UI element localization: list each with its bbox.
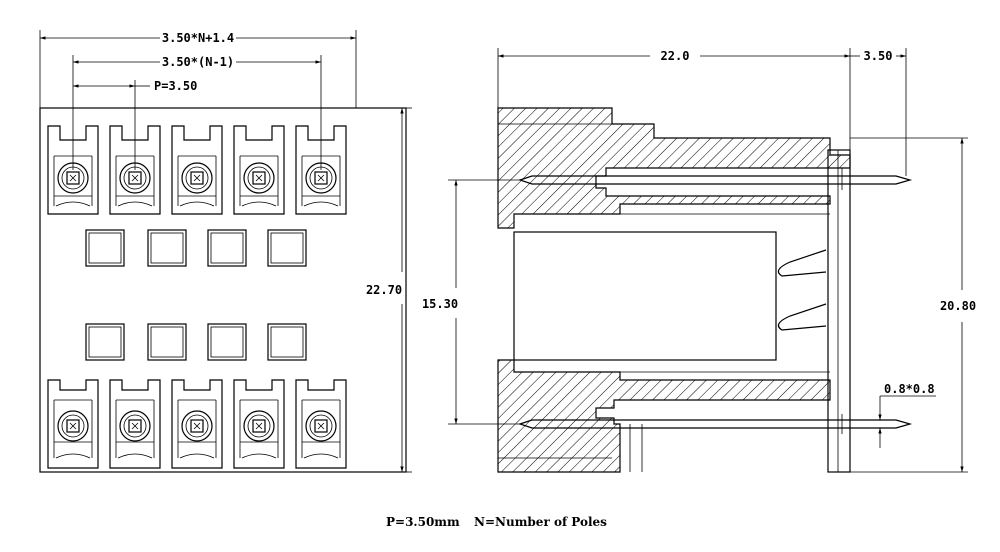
front-view: 3.50*N+1.4 3.50*(N-1) P=3.50 22.70 bbox=[39, 30, 412, 473]
dim-pitch-label: P=3.50 bbox=[154, 79, 197, 93]
front-housing-outline bbox=[39, 107, 407, 473]
rear-plate bbox=[827, 149, 851, 473]
dim-span-label: 3.50*(N-1) bbox=[162, 55, 234, 69]
lower-terminal-row bbox=[47, 379, 347, 469]
lower-housing-section bbox=[497, 359, 831, 473]
dim-pin-section-label: 0.8*0.8 bbox=[884, 382, 935, 396]
upper-contact-spring bbox=[777, 249, 827, 277]
lower-window-row bbox=[85, 323, 307, 361]
dim-pin-spacing-label: 15.30 bbox=[422, 297, 458, 311]
upper-housing-section bbox=[497, 107, 851, 229]
footnote-poles: N=Number of Poles bbox=[474, 515, 607, 529]
dimension-pin-extension: 3.50 bbox=[850, 48, 907, 176]
lower-contact-spring bbox=[777, 303, 827, 331]
dimension-overall-height: 20.80 bbox=[850, 137, 976, 473]
upper-pin bbox=[518, 175, 913, 185]
dimension-pin-section: 0.8*0.8 bbox=[876, 382, 936, 448]
lower-pin bbox=[518, 419, 913, 429]
dim-height-label: 22.70 bbox=[366, 283, 402, 297]
inner-cavity bbox=[513, 231, 777, 361]
upper-window-row bbox=[85, 229, 307, 267]
dimension-pitch: P=3.50 bbox=[73, 79, 197, 170]
footnote-pitch: P=3.50mm bbox=[386, 515, 460, 529]
side-view: 22.0 3.50 15.30 20.80 bbox=[422, 48, 976, 473]
dimension-overall-width: 3.50*N+1.4 bbox=[39, 30, 357, 108]
dimension-body-length: 22.0 bbox=[497, 48, 851, 150]
dimension-pin-spacing: 15.30 bbox=[422, 179, 520, 425]
dim-body-length-label: 22.0 bbox=[661, 49, 690, 63]
dimension-span: 3.50*(N-1) bbox=[72, 55, 322, 170]
dim-overall-width-label: 3.50*N+1.4 bbox=[162, 31, 234, 45]
upper-terminal-row bbox=[47, 125, 347, 215]
dimension-height: 22.70 bbox=[366, 107, 412, 473]
dim-overall-height-label: 20.80 bbox=[940, 299, 976, 313]
footnote: P=3.50mm N=Number of Poles bbox=[386, 515, 607, 529]
dim-pin-extension-label: 3.50 bbox=[864, 49, 893, 63]
